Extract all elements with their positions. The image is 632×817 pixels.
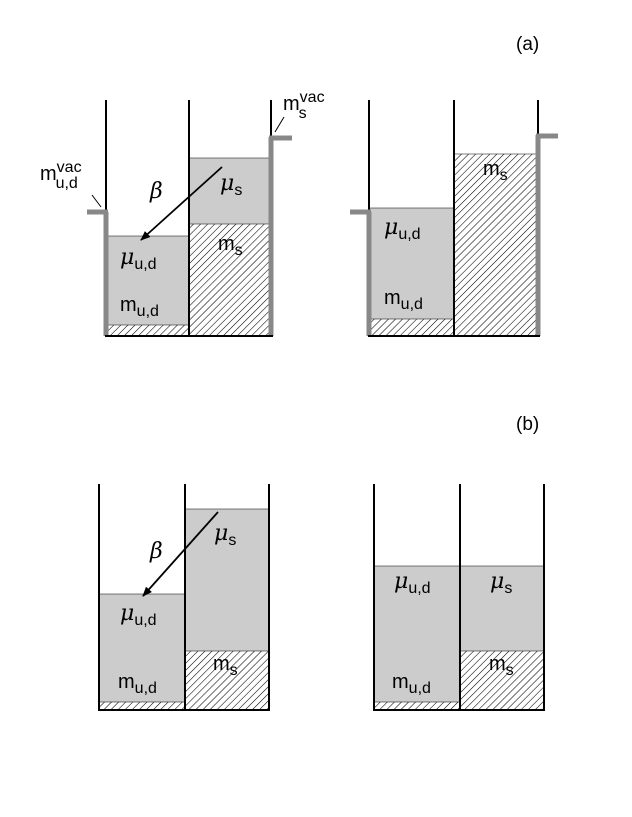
s-hatched-layer — [189, 224, 271, 335]
mu-ud-label: μu,d — [120, 245, 157, 273]
panel-a-right-container — [350, 100, 558, 337]
m-ud-label: mu,d — [120, 294, 159, 320]
ud-gray-fill — [370, 208, 454, 319]
vac-s-pointer — [274, 116, 285, 133]
vac-ud-pointer — [91, 194, 102, 208]
panel-a-tag: (a) — [516, 34, 539, 55]
beta-label: β — [149, 179, 163, 204]
mu-ud-label: μu,d — [120, 601, 157, 629]
ud-gray-fill — [105, 236, 189, 325]
m-s-label: ms — [489, 653, 514, 679]
beta-label: β — [149, 539, 163, 564]
ud-gray-fill — [374, 566, 460, 702]
ud-hatched-layer — [105, 325, 189, 335]
ud-hatched-layer — [370, 319, 454, 335]
ud-hatched-layer — [374, 702, 460, 709]
ud-hatched-layer — [99, 702, 185, 709]
s-gray-fill — [460, 566, 544, 651]
ud-gray-fill — [99, 594, 185, 702]
mu-ud-label: μu,d — [394, 569, 431, 597]
s-hatched-layer — [185, 651, 269, 709]
beta-arrow — [140, 166, 223, 241]
mu-s-label: μs — [214, 521, 236, 549]
m-ud-label: mu,d — [118, 671, 157, 697]
panel-b-tag: (b) — [516, 414, 539, 435]
mu-s-label: μs — [490, 569, 512, 597]
s-hatched-layer — [454, 154, 538, 335]
s-gray-fill — [189, 158, 271, 224]
m-ud-label: mu,d — [384, 287, 423, 313]
m-s-label: ms — [218, 233, 243, 259]
s-hatched-layer — [460, 651, 544, 709]
beta-arrow — [142, 511, 219, 597]
mu-ud-label: μu,d — [384, 215, 421, 243]
panel-a-left-container — [87, 100, 292, 337]
panel-b-right-container — [373, 484, 545, 711]
m-ud-label: mu,d — [392, 671, 431, 697]
m-s-label: ms — [483, 158, 508, 184]
mu-s-label: μs — [220, 171, 242, 199]
m-s-label: ms — [213, 653, 238, 679]
panel-b-left-container — [98, 484, 270, 711]
